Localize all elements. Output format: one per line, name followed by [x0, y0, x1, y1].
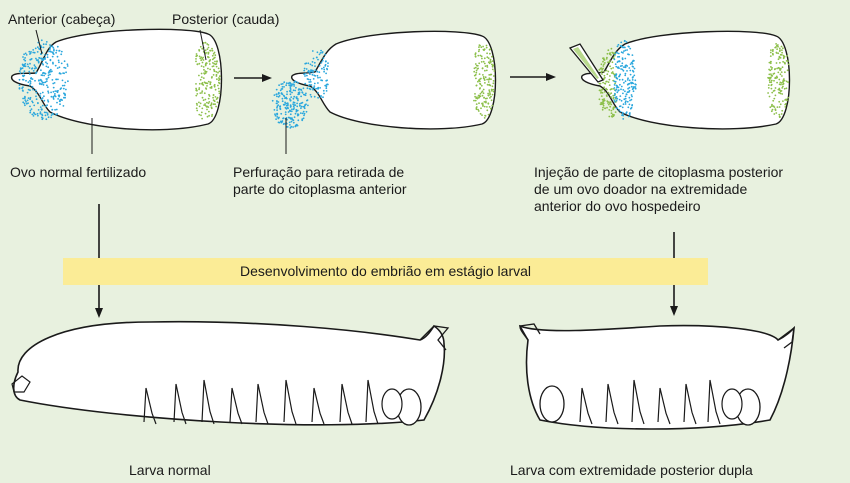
larva-normal	[11, 320, 450, 426]
label-injection-1: Injeção de parte de citoplasma posterior	[534, 164, 784, 180]
label-anterior: Anterior (cabeça)	[8, 11, 116, 27]
denticle-belt	[365, 379, 379, 425]
egg-normal	[10, 28, 223, 131]
larva-double-posterior	[518, 323, 795, 430]
posterior-pointer	[199, 29, 207, 61]
posterior-cytoplasm-2	[473, 44, 496, 119]
egg-perforated	[291, 30, 497, 130]
denticle-belt	[173, 383, 187, 425]
label-perforation-2: parte do citoplasma anterior	[233, 181, 407, 197]
denticle-belt	[657, 387, 671, 425]
label-larva-double: Larva com extremidade posterior dupla	[510, 462, 753, 478]
anterior-cytoplasm-3	[613, 39, 637, 120]
anterior-pointer	[35, 29, 43, 55]
arrow-right-1	[234, 74, 272, 82]
denticle-belt	[579, 387, 593, 425]
label-injection-3: anterior do ovo hospedeiro	[534, 198, 701, 214]
denticle-belt	[683, 383, 697, 425]
denticle-belt	[339, 383, 353, 425]
banner-text: Desenvolvimento do embrião em estágio la…	[239, 263, 532, 279]
denticle-belt	[143, 387, 157, 425]
denticle-belt	[707, 379, 721, 425]
injection-needle-icon	[568, 43, 604, 83]
denticle-belt	[311, 387, 325, 425]
denticle-belt	[229, 387, 243, 425]
injected-posterior-cytoplasm	[597, 47, 617, 118]
label-injection-2: de um ovo doador na extremidade	[534, 181, 748, 197]
denticle-belt	[283, 379, 297, 425]
arrow-right-2	[510, 73, 556, 81]
label-normal-egg: Ovo normal fertilizado	[10, 164, 147, 180]
posterior-cytoplasm-3	[767, 43, 790, 119]
egg-injected	[581, 30, 791, 130]
denticle-belt	[631, 379, 645, 425]
label-perforation-1: Perfuração para retirada de	[233, 164, 405, 180]
anterior-cytoplasm	[18, 39, 69, 121]
denticle-belt	[605, 383, 619, 425]
posterior-cytoplasm	[195, 41, 221, 120]
development-banner: Desenvolvimento do embrião em estágio la…	[63, 258, 708, 285]
denticle-belt	[201, 379, 215, 425]
label-larva-normal: Larva normal	[129, 462, 211, 478]
label-posterior: Posterior (cauda)	[172, 11, 280, 27]
denticle-belt	[255, 383, 269, 425]
removed-anterior-cytoplasm	[271, 80, 309, 129]
anterior-cytoplasm-remaining	[303, 49, 329, 99]
arrow-down-left	[95, 204, 103, 318]
